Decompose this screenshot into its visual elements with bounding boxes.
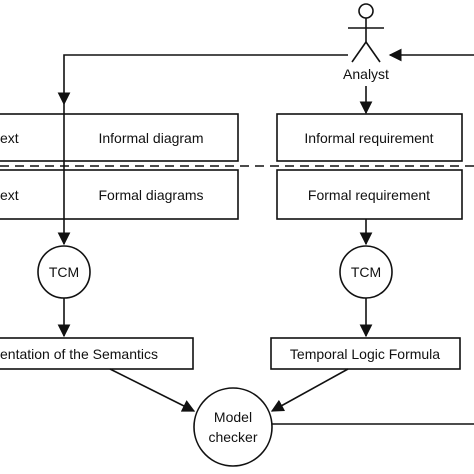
- informal-text-fragment: ext: [0, 130, 19, 146]
- semantics-box: [0, 337, 194, 370]
- formula-to-checker-arrow: [270, 368, 349, 412]
- informal-requirement-box: [276, 113, 463, 162]
- temporal-logic-label: Temporal Logic Formula: [290, 346, 440, 362]
- informal-diagram-label: Informal diagram: [98, 130, 203, 146]
- formal-diagrams-label: Formal diagrams: [98, 187, 203, 203]
- formal-requirement-label: Formal requirement: [308, 187, 430, 203]
- formal-requirement-box: [276, 169, 463, 220]
- tcm-right-label: TCM: [351, 264, 381, 280]
- analyst-label: Analyst: [343, 66, 389, 82]
- semantics-to-checker-arrow: [109, 368, 196, 412]
- model-checker-label-line1: Model: [214, 409, 252, 425]
- model-checker-label-line2: checker: [208, 429, 257, 445]
- temporal-logic-box: [270, 337, 461, 370]
- tcm-left-label: TCM: [49, 264, 79, 280]
- analyst-to-diagram-arrow: [57, 54, 348, 106]
- analyst-actor-icon: [348, 3, 384, 63]
- informal-diagram-box: [0, 113, 239, 162]
- formal-diagrams-box: [0, 169, 239, 220]
- semantics-label: entation of the Semantics: [0, 346, 158, 362]
- model-checker-node: [193, 387, 273, 467]
- formal-text-fragment: ext: [0, 187, 19, 203]
- informal-requirement-label: Informal requirement: [304, 130, 433, 146]
